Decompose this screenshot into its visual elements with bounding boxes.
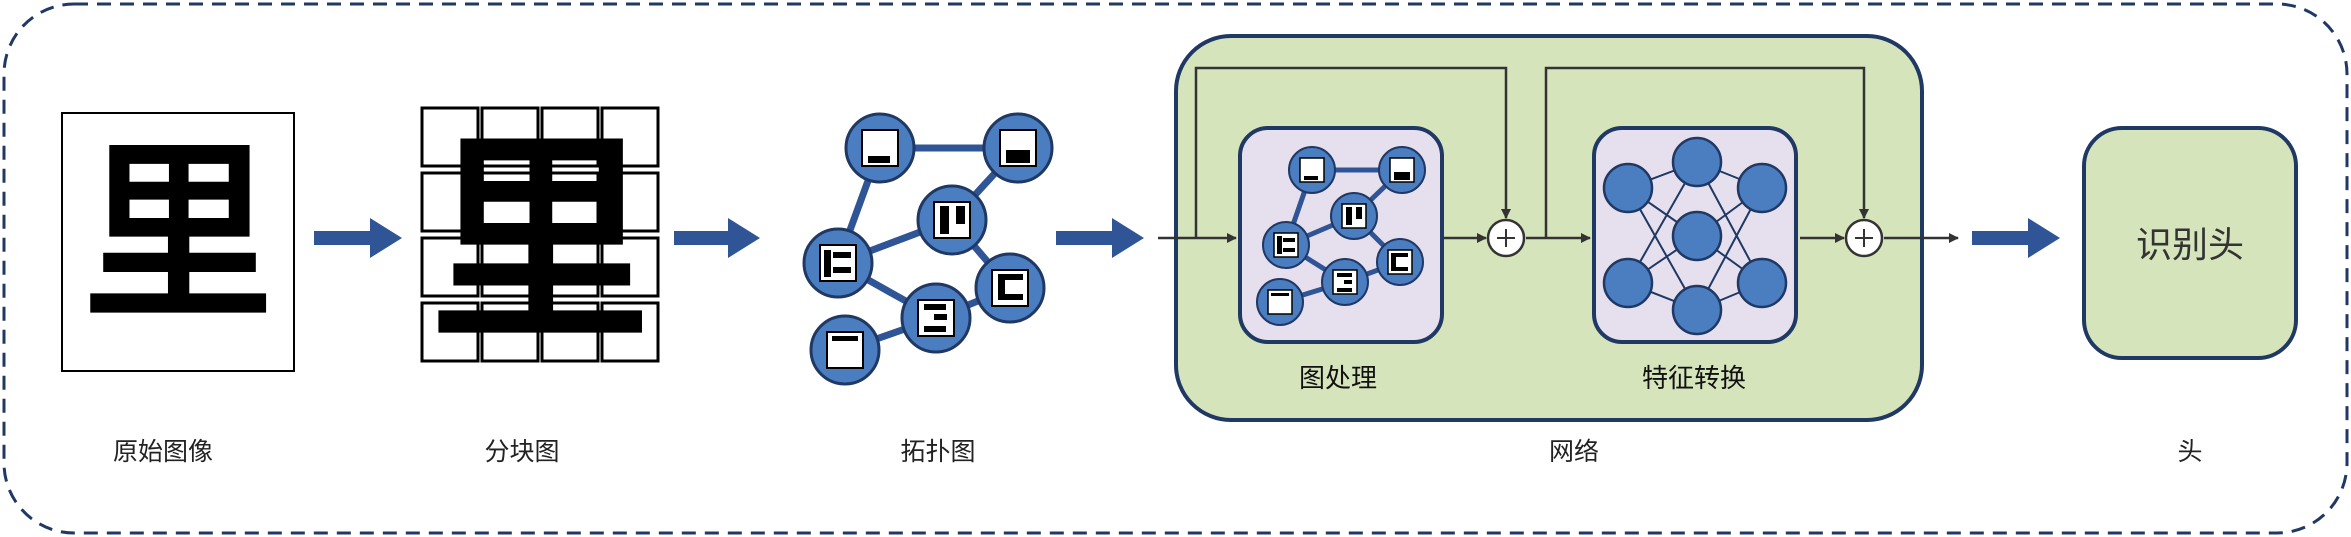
caption-topology-graph: 拓扑图 bbox=[900, 437, 976, 466]
network-connectors bbox=[1158, 66, 1959, 243]
caption-block-image: 分块图 bbox=[484, 437, 560, 466]
flow-arrow-1 bbox=[314, 218, 402, 258]
caption-original-image: 原始图像 bbox=[112, 437, 214, 466]
block-grid: 里 bbox=[420, 106, 660, 370]
recognition-head-box bbox=[2082, 126, 2298, 360]
original-image: 里 bbox=[61, 112, 295, 372]
label-graph-processing: 图处理 bbox=[1298, 364, 1378, 394]
block-grid-glyph: 里 bbox=[430, 111, 650, 370]
original-glyph: 里 bbox=[83, 122, 273, 345]
flow-arrow-2 bbox=[674, 218, 760, 258]
flow-arrow-3 bbox=[1056, 218, 1144, 258]
flow-arrow-4 bbox=[1972, 218, 2060, 258]
add-node-1 bbox=[1486, 218, 1526, 258]
topology-graph bbox=[802, 112, 1054, 386]
caption-network: 网络 bbox=[1548, 437, 1600, 466]
label-feature-transform: 特征转换 bbox=[1641, 364, 1747, 394]
caption-head: 头 bbox=[2177, 437, 2203, 466]
add-node-2 bbox=[1844, 218, 1884, 258]
label-recognition-head: 识别头 bbox=[2135, 225, 2245, 266]
graph-processing-module bbox=[1238, 126, 1444, 344]
feature-transform-module bbox=[1592, 126, 1798, 344]
